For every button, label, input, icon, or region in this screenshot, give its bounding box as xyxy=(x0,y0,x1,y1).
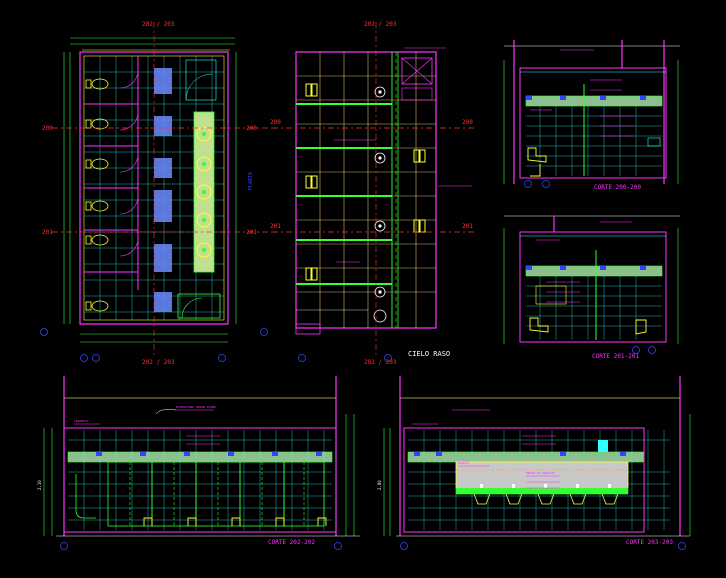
height-dim-210: 2.10 xyxy=(37,480,42,490)
finish-note: CERAMICO xyxy=(74,419,89,423)
plan-section-ref-top: 202 / 203 xyxy=(142,21,175,28)
section-202 xyxy=(43,376,360,550)
cut-200-right: 200 xyxy=(246,125,257,132)
height-dim-280: 2.80 xyxy=(377,480,382,490)
ceiling-section-ref-bottom: 202 / 203 xyxy=(364,359,397,366)
ceiling-cut-200-right: 200 xyxy=(462,119,473,126)
ceiling-title: CIELO RASO xyxy=(408,350,450,358)
mirror-note: ESPEJO xyxy=(458,461,469,465)
plan-vertical-tag: PLANTA xyxy=(248,172,254,190)
ceiling-plan xyxy=(260,22,476,362)
section-200 xyxy=(503,40,680,188)
ceiling-section-ref-top: 202 / 203 xyxy=(364,21,397,28)
section-200-title: CORTE 200-200 xyxy=(594,184,641,191)
section-203-title: CORTE 203-203 xyxy=(626,539,673,546)
toilet-icon xyxy=(85,78,109,312)
section-201 xyxy=(503,215,680,354)
ceiling-cut-201-right: 201 xyxy=(462,223,473,230)
counter-note: MESON DE GRANITO xyxy=(526,471,555,475)
ceiling-cut-201-left: 201 xyxy=(270,223,281,230)
section-201-title: CORTE 201-201 xyxy=(592,353,639,360)
plan-section-ref-bottom: 202 / 203 xyxy=(142,359,175,366)
ceiling-cut-200-left: 200 xyxy=(270,119,281,126)
section-203 xyxy=(383,376,691,550)
cut-200-left: 200 xyxy=(42,125,53,132)
cut-201-right: 201 xyxy=(246,229,257,236)
cut-201-left: 201 xyxy=(42,229,53,236)
section-202-title: CORTE 202-202 xyxy=(268,539,315,546)
floor-plan xyxy=(40,22,272,362)
beam-note: ESTRUCTURA SEGUN PLANO xyxy=(176,405,216,409)
